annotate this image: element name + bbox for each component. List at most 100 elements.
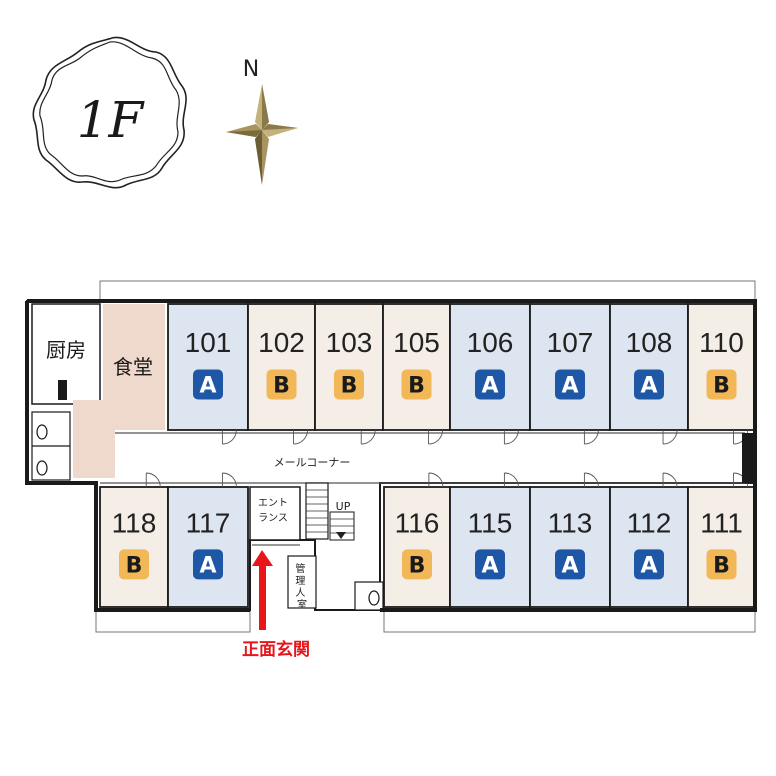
room-floor xyxy=(449,486,531,608)
manager-room: 管 理 人 室 xyxy=(287,555,317,611)
room-type-badge xyxy=(706,369,737,400)
door-swing-icon xyxy=(583,472,599,488)
room-floor xyxy=(529,486,611,608)
room-number: 113 xyxy=(548,508,593,539)
room-number: 103 xyxy=(326,327,373,358)
door-swing-icon xyxy=(503,429,519,445)
door-swing-icon xyxy=(428,472,444,488)
door-swing-icon xyxy=(360,429,376,445)
door-swing-icon xyxy=(662,472,678,488)
mail-corner-label: メールコーナー xyxy=(274,456,351,469)
main-entrance-label: 正面玄関 xyxy=(242,639,310,660)
entrance-label-line1: エント xyxy=(258,498,288,509)
staircase: UP xyxy=(305,482,355,541)
room-type-label: B xyxy=(341,374,358,399)
room-type-badge xyxy=(193,549,223,580)
room-number: 106 xyxy=(467,327,514,358)
room-floor xyxy=(687,486,756,608)
room-number: 107 xyxy=(547,327,594,358)
room-type-label: A xyxy=(561,374,578,399)
room-floor xyxy=(247,303,316,431)
room-floor xyxy=(529,303,611,431)
door-swing-icon xyxy=(428,429,444,445)
room-type-label: A xyxy=(481,374,498,399)
room-floor xyxy=(687,303,756,431)
room-floor xyxy=(449,303,531,431)
kitchen-label: 厨房 xyxy=(46,338,86,362)
room-type-badge xyxy=(402,549,432,580)
room-floor xyxy=(383,486,451,608)
room-number: 111 xyxy=(700,508,743,539)
room-type-label: B xyxy=(126,553,143,578)
room-type-badge xyxy=(555,369,585,400)
room-type-label: B xyxy=(273,374,290,399)
room-type-label: B xyxy=(408,374,425,399)
room-type-label: A xyxy=(640,374,657,399)
stairs-up-label: UP xyxy=(336,500,351,513)
room-number: 115 xyxy=(468,508,513,539)
room-type-badge xyxy=(634,549,664,580)
room-type-label: A xyxy=(640,553,657,578)
room-number: 118 xyxy=(112,508,157,539)
corridor: メールコーナー xyxy=(100,432,745,484)
room-floor xyxy=(167,303,249,431)
room-number: 105 xyxy=(393,327,440,358)
manager-room-label: 管 理 人 室 xyxy=(295,562,308,611)
main-entrance-arrow: 正面玄関 xyxy=(242,550,310,660)
room-floor xyxy=(609,303,689,431)
room-number: 110 xyxy=(699,327,744,358)
room-type-label: B xyxy=(409,553,426,578)
door-swing-icon xyxy=(503,472,519,488)
door-swing-icon xyxy=(662,429,678,445)
kitchen-room: 厨房 xyxy=(31,303,101,405)
room-type-label: A xyxy=(199,553,216,578)
room-number: 116 xyxy=(395,508,440,539)
room-floor xyxy=(99,486,169,608)
room-type-label: A xyxy=(481,553,498,578)
room-floor xyxy=(609,486,689,608)
entrance-label-line2: ランス xyxy=(258,512,288,524)
door-swing-icon xyxy=(145,472,161,488)
door-swing-icon xyxy=(583,429,599,445)
room-type-badge xyxy=(475,369,505,400)
door-swing-icon xyxy=(221,472,237,488)
room-floor xyxy=(314,303,384,431)
room-number: 117 xyxy=(186,508,231,539)
room-type-label: B xyxy=(713,553,730,578)
east-wall-column xyxy=(742,433,755,483)
room-type-label: A xyxy=(561,553,578,578)
center-toilet xyxy=(354,581,384,611)
room-number: 101 xyxy=(185,327,232,358)
entrance-hall: エント ランス xyxy=(249,486,301,546)
room-number: 102 xyxy=(258,327,305,358)
door-swing-icon xyxy=(221,429,237,445)
floor-label: 1F xyxy=(77,91,146,149)
room-type-badge xyxy=(634,369,664,400)
dining-room: 食堂 xyxy=(73,304,165,478)
room-type-badge xyxy=(119,549,149,580)
west-toilets xyxy=(31,411,71,481)
room-type-badge xyxy=(193,369,223,400)
room-floor xyxy=(167,486,249,608)
room-type-badge xyxy=(334,369,364,400)
room-type-badge xyxy=(401,369,432,400)
room-type-badge xyxy=(555,549,585,580)
room-type-badge xyxy=(266,369,297,400)
room-floor xyxy=(382,303,451,431)
compass-icon: N xyxy=(226,57,298,185)
